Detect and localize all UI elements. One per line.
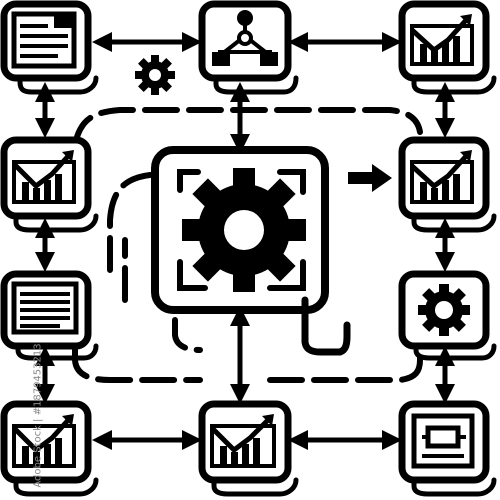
text-lines-icon	[11, 281, 79, 335]
bar-chart-trend-icon	[410, 14, 474, 66]
watermark-id-text: Adobe Stock | #1879453213	[32, 343, 44, 488]
gear-icon	[418, 284, 470, 336]
node-tile-top-left	[0, 0, 99, 95]
bar-chart-trend-icon	[210, 414, 276, 468]
node-tile-top-center	[198, 0, 299, 95]
flow-arrow-icon	[348, 164, 392, 192]
central-gear-panel	[151, 146, 351, 356]
form-panel-icon	[411, 413, 475, 469]
node-tile-bottom-center	[198, 400, 299, 497]
node-tile-bottom-left	[0, 400, 99, 497]
bar-chart-trend-icon	[410, 150, 474, 204]
node-tile-row3-left	[0, 270, 99, 361]
node-tile-mid-right	[398, 136, 497, 233]
node-tile-mid-left	[0, 136, 99, 233]
node-tile-top-right	[398, 0, 497, 95]
document-icon	[11, 11, 77, 69]
bar-chart-trend-icon	[12, 150, 76, 204]
central-gear-icon	[182, 168, 306, 292]
node-tile-row3-right	[398, 270, 497, 361]
small-gear-icon	[135, 55, 175, 95]
bar-chart-trend-icon	[12, 414, 76, 468]
network-hierarchy-icon	[212, 10, 278, 66]
node-tile-bottom-right	[398, 400, 497, 497]
